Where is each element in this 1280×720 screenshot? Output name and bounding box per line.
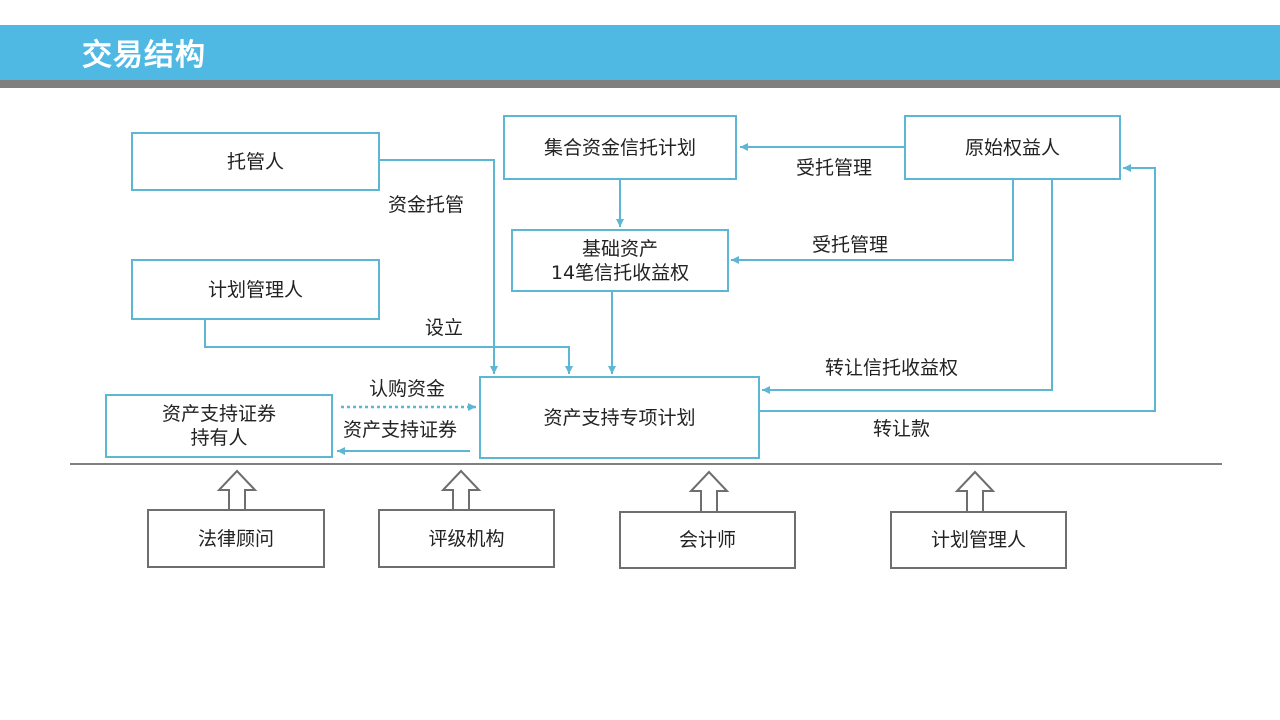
legal-advisor-label: 法律顾问 — [197, 527, 274, 550]
custodian-box: 托管人 — [131, 132, 380, 191]
label-entrusted-mgmt-1: 受托管理 — [796, 157, 873, 179]
page-title: 交易结构 — [82, 38, 206, 73]
underlying-asset-box: 基础资产 14笔信托收益权 — [511, 229, 729, 292]
legal-advisor-box: 法律顾问 — [147, 509, 325, 568]
underlying-asset-line2: 14笔信托收益权 — [550, 261, 690, 284]
plan-manager-bottom-label: 计划管理人 — [930, 529, 1026, 551]
label-abs: 资产支持证券 — [343, 419, 458, 441]
label-entrusted-mgmt-2: 受托管理 — [812, 234, 889, 256]
connector-transfer-payment — [760, 164, 1156, 412]
accountant-label: 会计师 — [678, 529, 736, 551]
collective-trust-label: 集合资金信托计划 — [543, 136, 696, 159]
accountant-box: 会计师 — [619, 511, 796, 569]
underlying-asset-line1: 基础资产 — [581, 237, 658, 260]
label-fund-custody: 资金托管 — [388, 194, 465, 216]
connector-establish — [204, 320, 573, 374]
holders-line2: 持有人 — [190, 427, 248, 449]
rating-agency-box: 评级机构 — [378, 509, 555, 568]
custodian-label: 托管人 — [226, 150, 284, 173]
plan-manager-bottom-box: 计划管理人 — [890, 511, 1067, 569]
connector-entrust-2 — [731, 180, 1014, 264]
special-plan-label: 资产支持专项计划 — [543, 406, 696, 429]
label-transfer-trust-rights: 转让信托收益权 — [825, 357, 959, 379]
header-bar — [0, 25, 1280, 80]
plan-manager-top-box: 计划管理人 — [131, 259, 380, 320]
connector-transfer-rights — [762, 180, 1053, 394]
original-owner-label: 原始权益人 — [964, 136, 1060, 159]
label-subscription-funds: 认购资金 — [369, 378, 446, 400]
up-arrow-legal — [216, 469, 258, 511]
label-establish: 设立 — [425, 317, 464, 339]
up-arrow-rating — [440, 469, 482, 511]
special-plan-box: 资产支持专项计划 — [479, 376, 760, 459]
up-arrow-plan-manager — [954, 470, 996, 513]
header-underline — [0, 80, 1280, 88]
collective-trust-box: 集合资金信托计划 — [503, 115, 737, 180]
rating-agency-label: 评级机构 — [428, 527, 505, 550]
holders-line1: 资产支持证券 — [161, 403, 276, 425]
label-transfer-payment: 转让款 — [873, 418, 931, 440]
connector-custody — [380, 159, 498, 374]
up-arrow-accountant — [688, 470, 730, 513]
plan-manager-top-label: 计划管理人 — [207, 278, 303, 301]
holders-box: 资产支持证券 持有人 — [105, 394, 333, 458]
original-owner-box: 原始权益人 — [904, 115, 1121, 180]
